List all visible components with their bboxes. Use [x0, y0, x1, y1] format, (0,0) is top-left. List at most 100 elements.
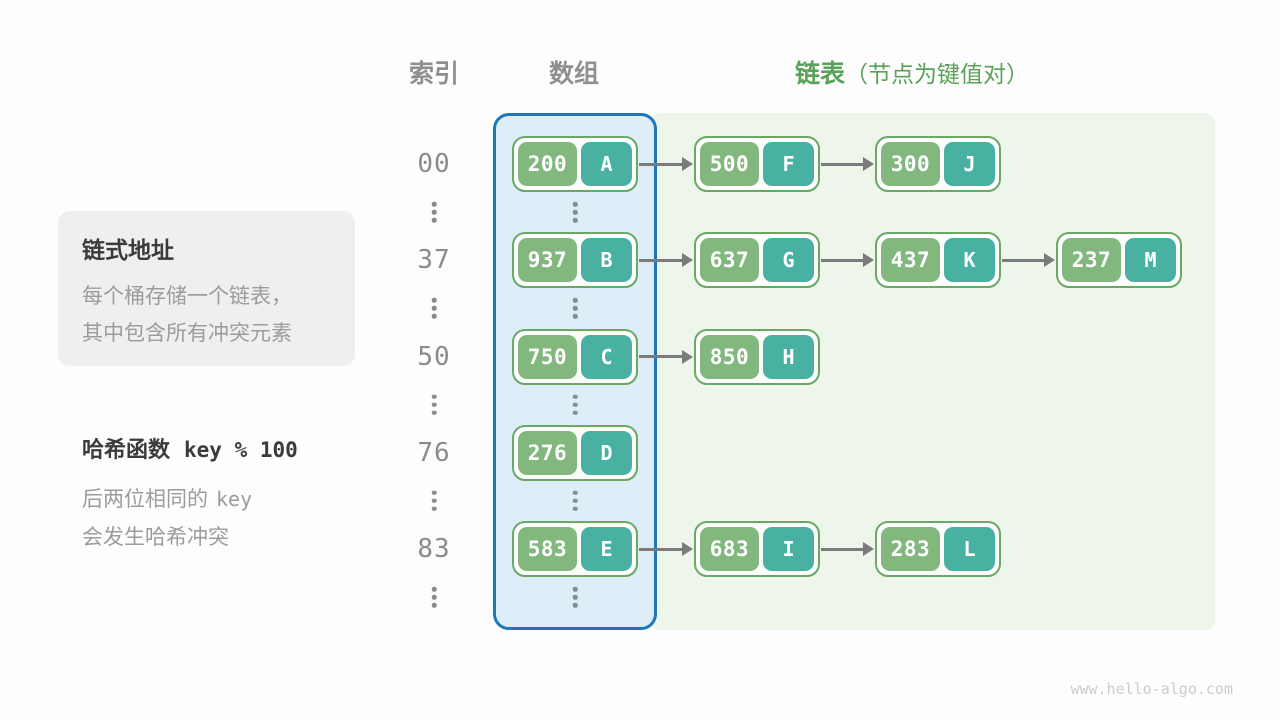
arrow-head: [863, 253, 874, 268]
node-value: M: [1124, 238, 1176, 283]
index-ellipsis: [431, 586, 437, 608]
ellipsis-dot: [431, 498, 437, 504]
arrow-shaft: [639, 258, 682, 262]
arrow-shaft: [821, 547, 863, 551]
next-pointer-arrow-icon: [639, 349, 693, 365]
arrow-shaft: [639, 355, 682, 358]
ellipsis-dot: [572, 602, 578, 608]
arrow-head: [863, 157, 874, 171]
ellipsis-dot: [431, 394, 437, 399]
node-key: 500: [700, 142, 759, 186]
node-value: A: [580, 142, 632, 186]
header-array-label: 数组: [548, 60, 600, 88]
ellipsis-dot: [572, 394, 578, 399]
header-index-label: 索引: [408, 60, 460, 88]
node-key: 637: [700, 238, 759, 283]
concept-box-line: 其中包含所有冲突元素: [82, 322, 292, 345]
node-key: 237: [1062, 238, 1121, 283]
hash-note-line: 会发生哈希冲突: [82, 526, 229, 549]
index-ellipsis: [431, 298, 437, 319]
hash-function-code: key % 100: [184, 438, 298, 462]
arrow-head: [682, 253, 693, 268]
arrow-head: [682, 542, 693, 556]
ellipsis-dot: [572, 586, 578, 592]
array-ellipsis: [572, 298, 578, 319]
key-code: key: [216, 487, 253, 511]
array-ellipsis: [572, 490, 578, 512]
arrow-head: [863, 542, 874, 556]
node-key: 300: [881, 142, 940, 186]
ellipsis-dot: [431, 490, 437, 496]
next-pointer-arrow-icon: [639, 252, 693, 268]
node-value: E: [580, 527, 632, 571]
node-value: F: [762, 142, 814, 186]
next-pointer-arrow-icon: [639, 541, 693, 557]
node-value: D: [580, 430, 632, 475]
node-key: 750: [518, 334, 577, 379]
ellipsis-dot: [572, 506, 578, 512]
array-ellipsis: [572, 586, 578, 608]
ellipsis-dot: [572, 594, 578, 600]
node-value: B: [580, 238, 632, 283]
next-pointer-arrow-icon: [1002, 252, 1055, 268]
ellipsis-dot: [431, 306, 437, 311]
index-ellipsis: [431, 394, 437, 415]
next-pointer-arrow-icon: [821, 252, 874, 268]
header-list-note: （节点为键值对）: [845, 61, 1030, 87]
header-list-label: 链表（节点为键值对）: [795, 54, 1029, 90]
node-value: L: [943, 527, 995, 571]
ellipsis-dot: [572, 201, 578, 207]
node-key: 283: [881, 527, 940, 571]
ellipsis-dot: [431, 594, 437, 600]
ellipsis-dot: [572, 402, 578, 407]
arrow-shaft: [1002, 258, 1044, 262]
arrow-shaft: [821, 258, 863, 262]
array-ellipsis: [572, 394, 578, 415]
node-key: 683: [700, 527, 759, 571]
arrow-shaft: [821, 162, 863, 166]
node-value: J: [943, 142, 995, 186]
ellipsis-dot: [572, 498, 578, 504]
arrow-head: [682, 157, 693, 171]
ellipsis-dot: [572, 298, 578, 303]
ellipsis-dot: [431, 314, 437, 319]
concept-box-line: 每个桶存储一个链表，: [82, 285, 292, 308]
ellipsis-dot: [572, 217, 578, 223]
ellipsis-dot: [431, 602, 437, 608]
node-value: I: [762, 527, 814, 571]
node-value: H: [762, 334, 814, 379]
bucket-index-label: 00: [417, 149, 451, 179]
ellipsis-dot: [431, 209, 437, 215]
concept-box-title: 链式地址: [82, 237, 174, 263]
bucket-index-label: 37: [417, 245, 451, 276]
node-value: G: [762, 238, 814, 283]
ellipsis-dot: [572, 306, 578, 311]
node-key: 276: [518, 430, 577, 475]
arrow-shaft: [639, 547, 682, 551]
node-value: C: [580, 334, 632, 379]
bucket-index-label: 50: [417, 341, 451, 372]
ellipsis-dot: [431, 402, 437, 407]
ellipsis-dot: [431, 217, 437, 223]
node-key: 437: [881, 238, 940, 283]
next-pointer-arrow-icon: [821, 541, 874, 557]
node-key: 200: [518, 142, 577, 186]
node-key: 937: [518, 238, 577, 283]
ellipsis-dot: [572, 410, 578, 415]
bucket-index-label: 76: [417, 437, 451, 468]
index-ellipsis: [431, 490, 437, 512]
header-list-title: 链表: [795, 60, 846, 88]
